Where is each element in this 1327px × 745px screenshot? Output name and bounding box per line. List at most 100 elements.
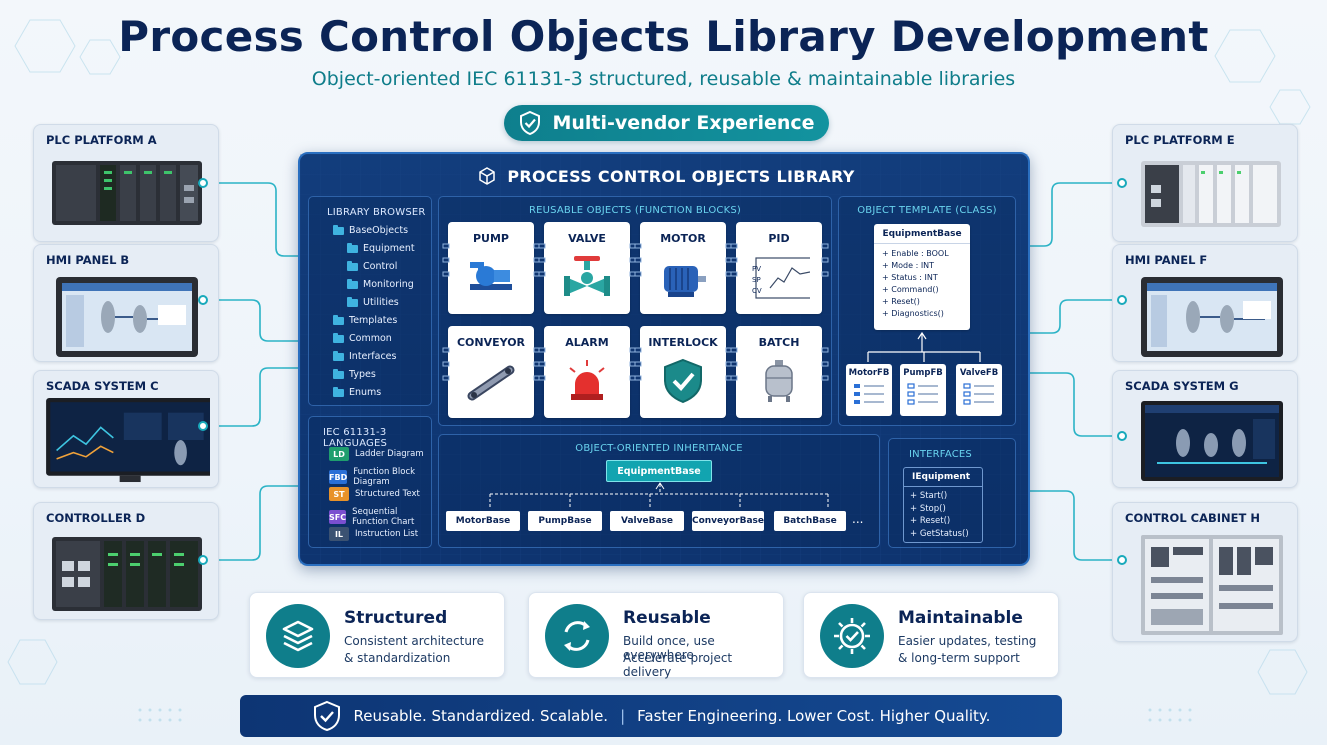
motor-icon (664, 266, 706, 297)
folder-icon (333, 332, 344, 343)
object-card-conveyor[interactable]: CONVEYOR (448, 326, 534, 418)
device-label: HMI PANEL B (46, 253, 130, 267)
library-title-text: PROCESS CONTROL OBJECTS LIBRARY (507, 166, 855, 186)
device-card-cabinet-h: CONTROL CABINET H (1112, 502, 1298, 642)
interface-method: + GetStatus() (910, 528, 969, 539)
object-card-valve[interactable]: VALVE (544, 222, 630, 314)
tree-item-enums[interactable]: Enums (333, 386, 381, 398)
reusable-objects-title: REUSABLE OBJECTS (FUNCTION BLOCKS) (528, 205, 742, 216)
valve-icon (564, 256, 610, 296)
device-card-scada-g: SCADA SYSTEM G (1112, 370, 1298, 488)
object-card-pump[interactable]: PUMP (448, 222, 534, 314)
folder-icon (333, 350, 344, 361)
page-subtitle: Object-oriented IEC 61131-3 structured, … (311, 68, 1016, 90)
page-title: Process Control Objects Library Developm… (118, 12, 1209, 61)
function-block-pins (442, 243, 829, 381)
scada-monitor-icon (1141, 401, 1283, 481)
inheritance-root-equipmentbase[interactable]: EquipmentBase (606, 460, 712, 482)
folder-icon (333, 314, 344, 325)
inheritance-node-valvebase[interactable]: ValveBase (610, 511, 684, 531)
footer-separator: | (620, 707, 626, 725)
class-member: + Enable : BOOL (882, 249, 949, 258)
tree-item-templates[interactable]: Templates (333, 314, 397, 326)
interfaces-title: INTERFACES (909, 449, 972, 460)
plc-icon (52, 161, 202, 225)
object-card-motor[interactable]: MOTOR (640, 222, 726, 314)
derived-fb-pumpfb[interactable]: PumpFB (900, 364, 946, 416)
tree-item-baseobjects[interactable]: BaseObjects (333, 224, 408, 236)
connector-dot (198, 421, 208, 431)
interface-method: + Start() (910, 491, 948, 501)
device-card-hmi-f: HMI PANEL F (1112, 244, 1298, 362)
device-card-controller-d: CONTROLLER D (33, 502, 219, 620)
connector-dot (1117, 178, 1127, 188)
recycle-arrows-icon (545, 604, 609, 668)
object-card-alarm[interactable]: ALARM (544, 326, 630, 418)
device-card-plc-e: PLC PLATFORM E (1112, 124, 1298, 242)
benefit-card-reusable: Reusable Build once, use everywhere Acce… (528, 592, 784, 679)
interface-card-iequipment[interactable]: IEquipment + Start() + Stop() + Reset() … (903, 467, 983, 543)
list-icon (854, 384, 884, 404)
object-card-batch[interactable]: BATCH (736, 326, 822, 418)
benefit-card-structured: Structured Consistent architecture & sta… (249, 592, 505, 678)
library-panel: PROCESS CONTROL OBJECTS LIBRARY LIBRARY … (298, 152, 1030, 566)
object-template-title: OBJECT TEMPLATE (CLASS) (857, 205, 997, 216)
shield-check-icon (313, 700, 340, 732)
footer-left-text: Reusable. Standardized. Scalable. (353, 707, 609, 725)
interfaces-box: INTERFACES IEquipment + Start() + Stop()… (888, 438, 1016, 548)
control-cabinet-icon (1141, 535, 1283, 635)
object-card-interlock[interactable]: INTERLOCK (640, 326, 726, 418)
tank-icon (765, 360, 793, 402)
library-browser-title: LIBRARY BROWSER (327, 207, 426, 218)
inheritance-node-motorbase[interactable]: MotorBase (446, 511, 520, 531)
folder-icon (347, 278, 358, 289)
cube-icon (479, 167, 496, 185)
tree-item-interfaces[interactable]: Interfaces (333, 350, 396, 362)
device-card-scada-c: SCADA SYSTEM C (33, 370, 219, 488)
class-member: + Reset() (882, 297, 920, 306)
inheritance-node-pumpbase[interactable]: PumpBase (528, 511, 602, 531)
tree-item-utilities[interactable]: Utilities (347, 296, 399, 308)
alarm-beacon-icon (569, 360, 605, 400)
pid-chart-icon (755, 257, 810, 299)
list-icon (963, 383, 994, 405)
inheritance-node-conveyorbase[interactable]: ConveyorBase (692, 511, 764, 531)
connector-dot (1117, 295, 1127, 305)
connector-dot (1117, 431, 1127, 441)
class-member: + Diagnostics() (882, 309, 944, 318)
folder-icon (333, 368, 344, 379)
class-member: + Status : INT (882, 273, 938, 282)
tree-item-control[interactable]: Control (347, 260, 397, 272)
pid-tags: PV SP CV (752, 265, 762, 295)
connector-lines (208, 182, 1120, 561)
derived-fb-motorfb[interactable]: MotorFB (846, 364, 892, 416)
object-card-pid[interactable]: PID PV SP CV (736, 222, 822, 314)
template-connector-arrows (867, 331, 981, 362)
device-label: HMI PANEL F (1125, 253, 1208, 267)
derived-fb-valvefb[interactable]: ValveFB (956, 364, 1002, 416)
inheritance-node-batchbase[interactable]: BatchBase (774, 511, 846, 531)
device-card-hmi-b: HMI PANEL B (33, 244, 219, 362)
class-card-equipmentbase[interactable]: EquipmentBase + Enable : BOOL + Mode : I… (874, 224, 970, 330)
connector-dot (1117, 555, 1127, 565)
shield-check-icon (520, 110, 541, 136)
tree-item-types[interactable]: Types (333, 368, 376, 380)
tree-item-monitoring[interactable]: Monitoring (347, 278, 414, 290)
gear-check-icon (820, 604, 884, 668)
languages-title: IEC 61131-3 LANGUAGES (323, 427, 388, 449)
footer-bar: Reusable. Standardized. Scalable. | Fast… (240, 695, 1062, 737)
interface-method: + Stop() (910, 503, 946, 514)
device-label: PLC PLATFORM A (46, 133, 157, 147)
tree-item-common[interactable]: Common (333, 332, 392, 344)
conveyor-icon (467, 365, 515, 401)
device-label: SCADA SYSTEM C (46, 379, 159, 393)
tree-item-equipment[interactable]: Equipment (347, 242, 415, 254)
folder-icon (333, 224, 344, 235)
device-card-plc-a: PLC PLATFORM A (33, 124, 219, 242)
connector-dot (198, 295, 208, 305)
inheritance-arrows (489, 482, 829, 508)
